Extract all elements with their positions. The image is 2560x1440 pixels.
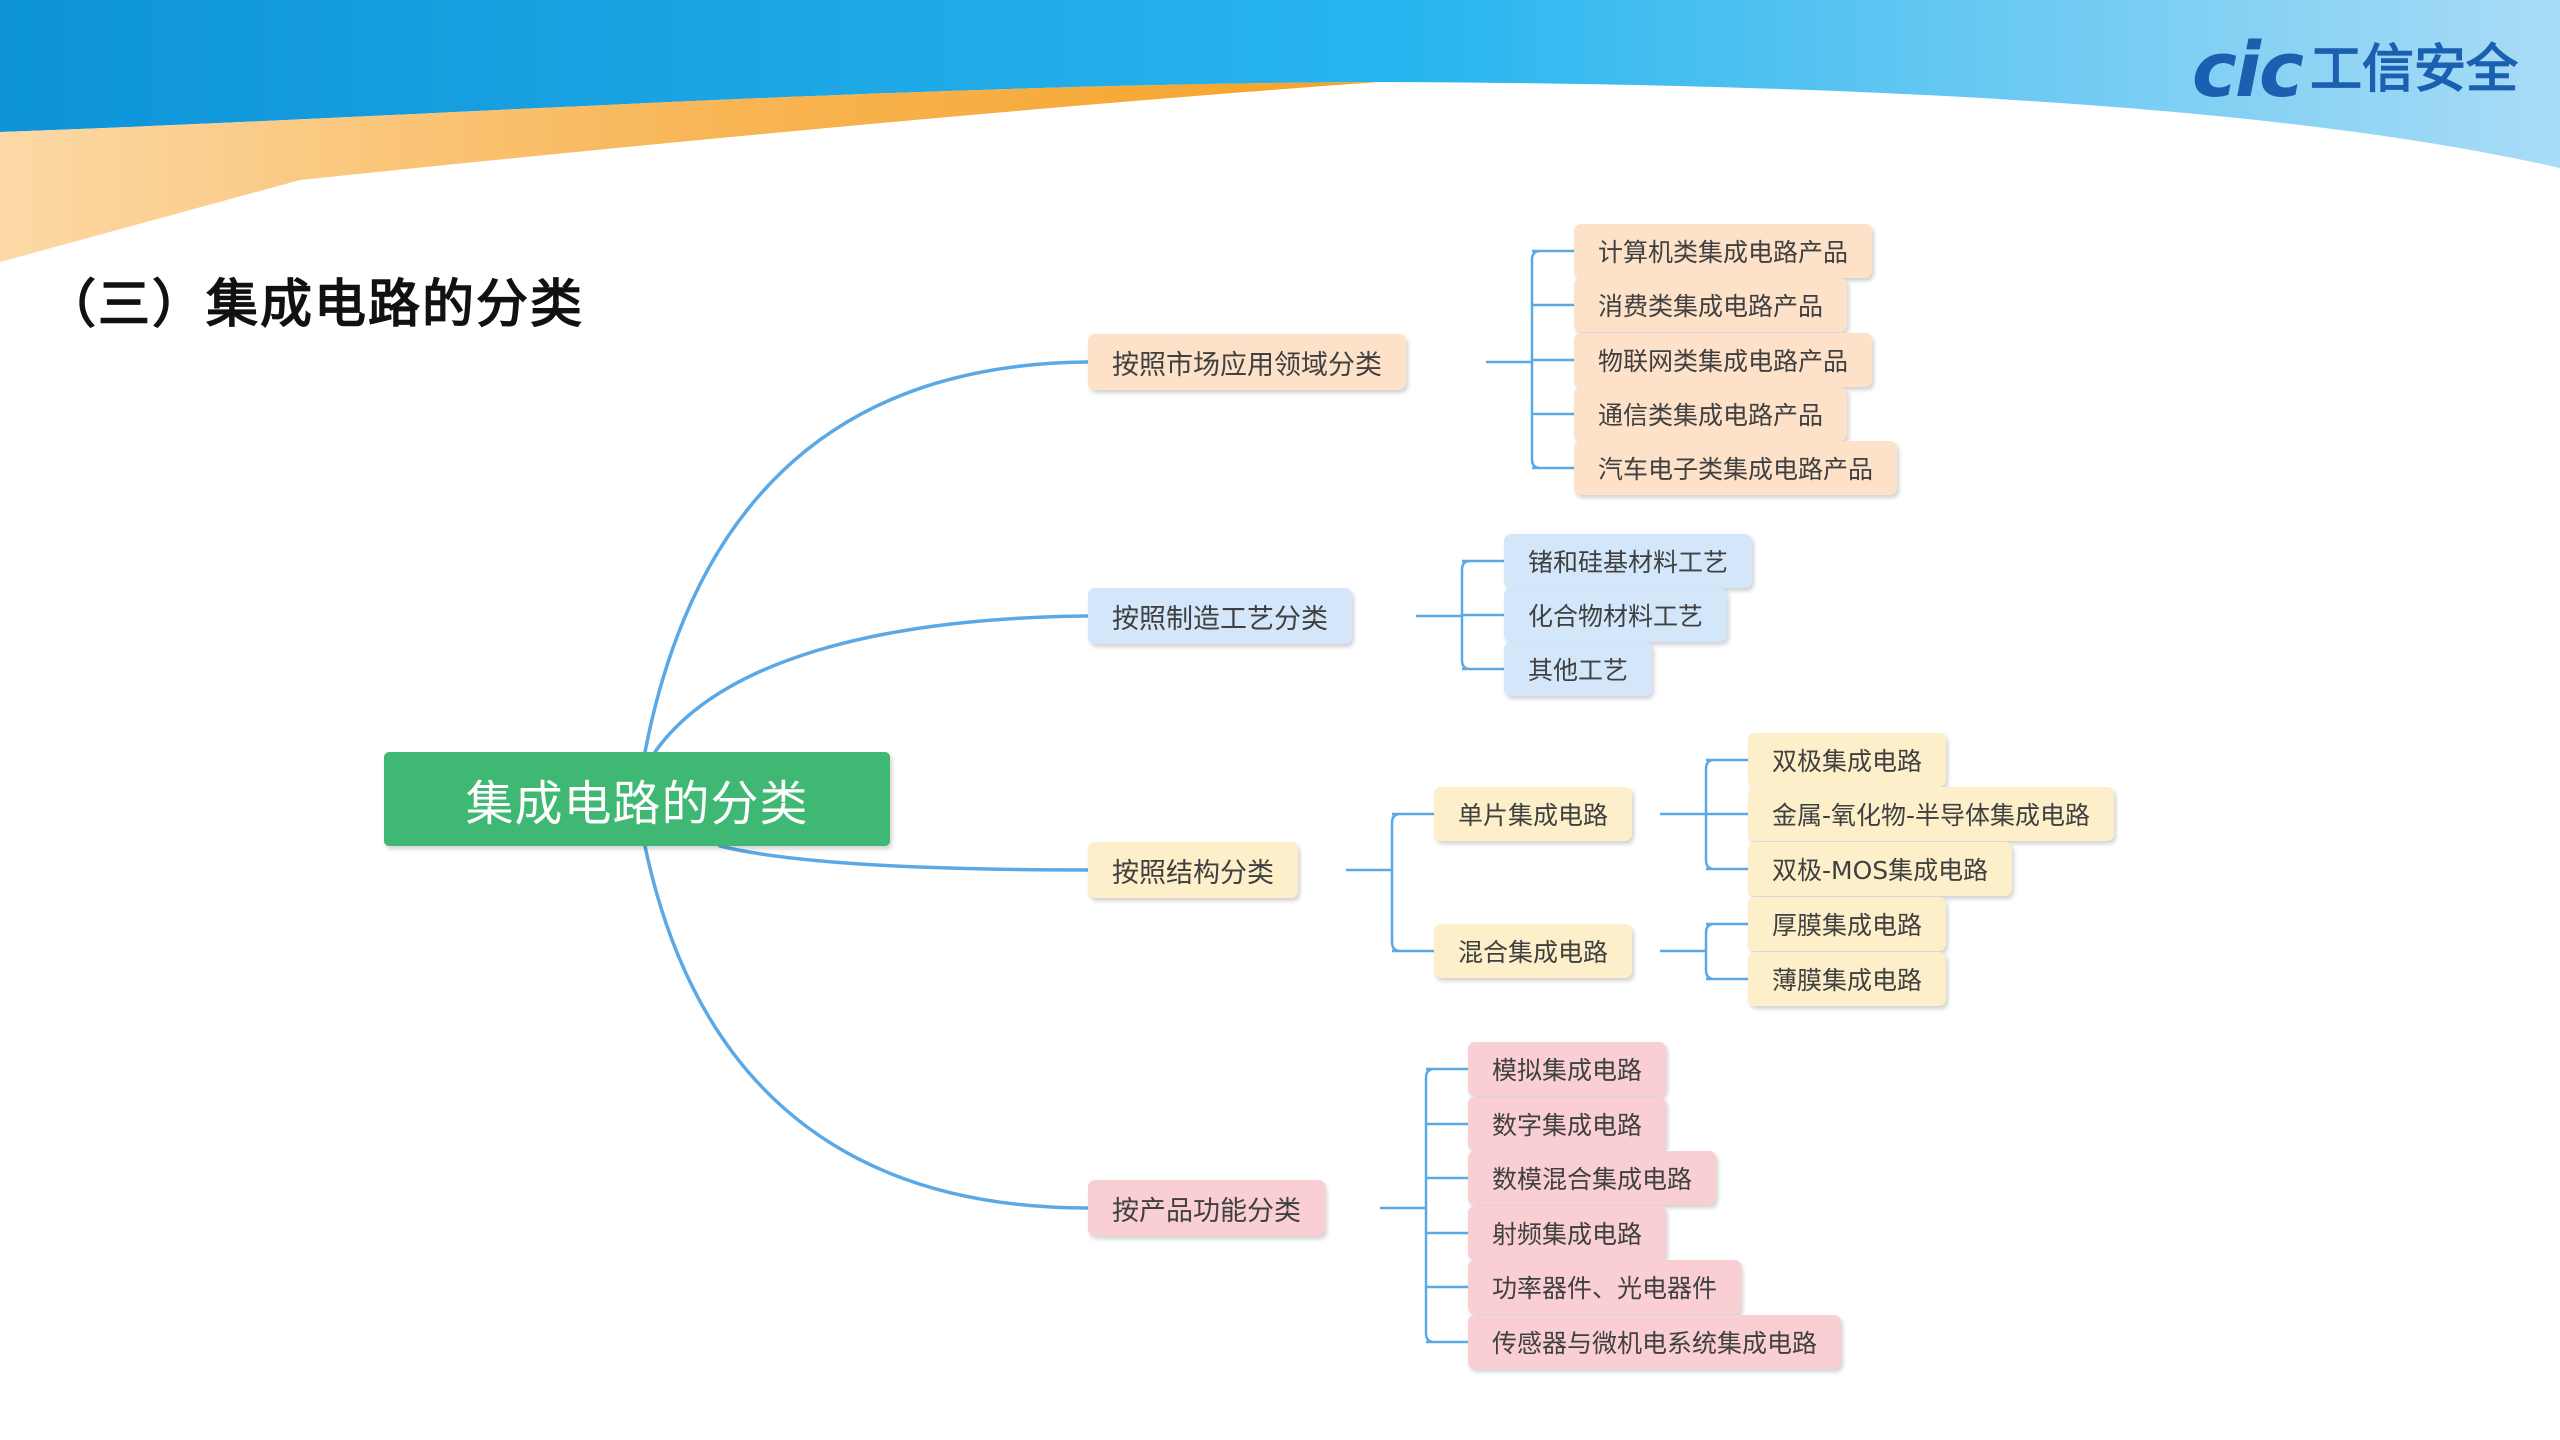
- leaf-digital-ic: 数字集成电路: [1468, 1097, 1667, 1151]
- leaf-other-process: 其他工艺: [1504, 642, 1653, 696]
- brand-name: 工信安全: [2309, 40, 2518, 100]
- leaf-bipolar-ic: 双极集成电路: [1748, 733, 1947, 787]
- leaf-mixed-signal-ic: 数模混合集成电路: [1468, 1151, 1717, 1205]
- leaf-automotive-ic: 汽车电子类集成电路产品: [1574, 441, 1898, 495]
- leaf-mos-ic: 金属-氧化物-半导体集成电路: [1748, 787, 2115, 841]
- leaf-thick-film-ic: 厚膜集成电路: [1748, 897, 1947, 951]
- leaf-compound-process: 化合物材料工艺: [1504, 588, 1728, 642]
- link-root-function: [643, 844, 1090, 1210]
- sub-hybrid-ic: 混合集成电路: [1434, 924, 1633, 978]
- brand-mark: cic: [2191, 25, 2304, 114]
- bracket-hybrid: [1660, 922, 1748, 981]
- link-root-structure: [718, 844, 1090, 872]
- brand-logo: cic 工信安全: [2192, 32, 2518, 108]
- link-root-process: [653, 614, 1090, 754]
- branch-product-function: 按产品功能分类: [1088, 1180, 1325, 1236]
- branch-structure: 按照结构分类: [1088, 842, 1298, 898]
- leaf-power-optoelectronic: 功率器件、光电器件: [1468, 1260, 1742, 1314]
- bracket-structure: [1346, 812, 1434, 953]
- mindmap-root: 集成电路的分类: [384, 752, 890, 846]
- leaf-bimos-ic: 双极-MOS集成电路: [1748, 842, 2013, 896]
- leaf-sensor-mems-ic: 传感器与微机电系统集成电路: [1468, 1315, 1842, 1369]
- leaf-iot-ic: 物联网类集成电路产品: [1574, 333, 1873, 387]
- leaf-computer-ic: 计算机类集成电路产品: [1574, 224, 1873, 278]
- bracket-market: [1486, 249, 1574, 470]
- leaf-thin-film-ic: 薄膜集成电路: [1748, 952, 1947, 1006]
- sub-monolithic-ic: 单片集成电路: [1434, 787, 1633, 841]
- leaf-ge-si-process: 锗和硅基材料工艺: [1504, 534, 1753, 588]
- bracket-function: [1380, 1067, 1468, 1344]
- leaf-rf-ic: 射频集成电路: [1468, 1206, 1667, 1260]
- leaf-telecom-ic: 通信类集成电路产品: [1574, 387, 1848, 441]
- leaf-consumer-ic: 消费类集成电路产品: [1574, 278, 1848, 332]
- page-title: （三）集成电路的分类: [44, 275, 585, 335]
- leaf-analog-ic: 模拟集成电路: [1468, 1042, 1667, 1096]
- branch-market-application: 按照市场应用领域分类: [1088, 334, 1406, 390]
- link-root-market: [643, 360, 1090, 754]
- branch-manufacturing-process: 按照制造工艺分类: [1088, 588, 1352, 644]
- header-banner: [0, 0, 2560, 280]
- bracket-monolithic: [1660, 758, 1748, 871]
- bracket-process: [1416, 559, 1504, 671]
